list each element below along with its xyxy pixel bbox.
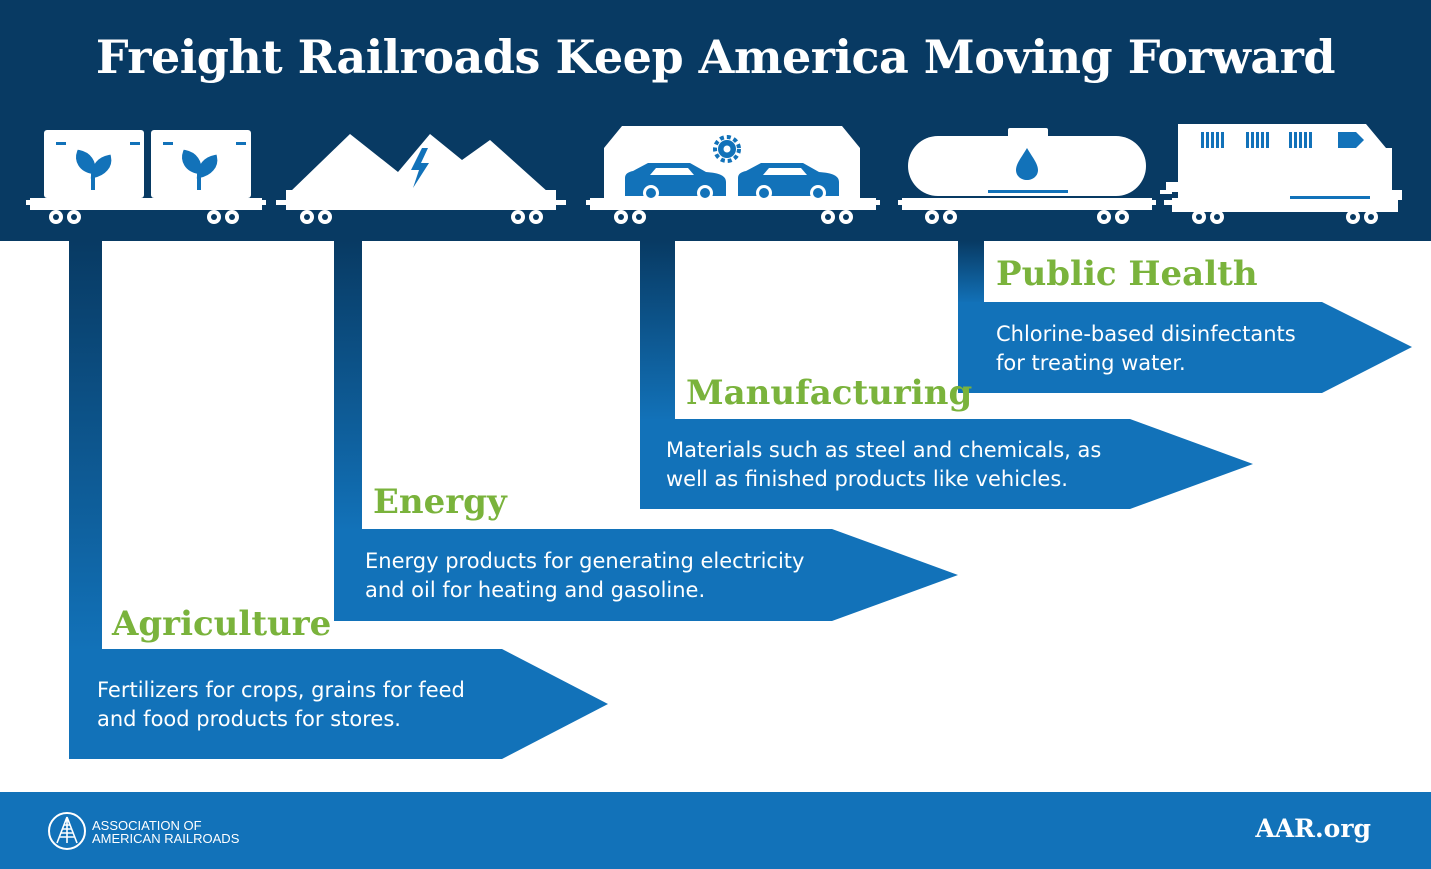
header-banner: Freight Railroads Keep America Moving Fo… [0, 0, 1431, 241]
agriculture-stem [69, 241, 102, 651]
energy-stem [334, 241, 362, 531]
gear-icon [713, 135, 741, 163]
plant-icon [76, 149, 218, 190]
footer-bar: Association of American Railroads AAR.or… [0, 792, 1431, 869]
agriculture-desc-line-1: Fertilizers for crops, grains for feed [97, 678, 465, 702]
manufacturing-arrow [640, 419, 1253, 509]
car-icon [625, 163, 839, 201]
agriculture-title: Agriculture [112, 604, 332, 644]
association-name-line-1: Association of [92, 818, 202, 833]
aar-logo-icon [48, 812, 86, 850]
association-name: Association of American Railroads [92, 819, 239, 845]
energy-desc-line-2: and oil for heating and gasoline. [365, 578, 706, 602]
agriculture-arrow [69, 649, 608, 759]
energy-desc-line-1: Energy products for generating electrici… [365, 549, 805, 573]
energy-arrow [334, 529, 958, 621]
manufacturing-desc-line-2: well as finished products like vehicles. [666, 467, 1068, 491]
train-illustration [26, 124, 1402, 224]
public-health-arrow [958, 302, 1412, 393]
agriculture-desc-line-2: and food products for stores. [97, 707, 401, 731]
public-health-title: Public Health [996, 254, 1258, 294]
manufacturing-stem [640, 241, 675, 421]
public-health-car [898, 128, 1156, 224]
public-health-desc-line-2: for treating water. [996, 351, 1186, 375]
lightning-icon [411, 148, 429, 188]
manufacturing-title: Manufacturing [686, 373, 973, 413]
agriculture-car [26, 130, 266, 224]
locomotive-icon [1160, 124, 1402, 224]
water-drop-icon [1016, 148, 1038, 180]
public-health-desc-line-1: Chlorine-based disinfectants [996, 322, 1296, 346]
manufacturing-desc-line-1: Materials such as steel and chemicals, a… [666, 438, 1102, 462]
page-title: Freight Railroads Keep America Moving Fo… [95, 30, 1336, 84]
website-link[interactable]: AAR.org [1255, 814, 1371, 843]
public-health-stem [958, 241, 984, 304]
association-name-line-2: American Railroads [92, 831, 240, 846]
energy-title: Energy [373, 482, 507, 522]
energy-car [276, 134, 566, 224]
manufacturing-car [586, 126, 880, 224]
